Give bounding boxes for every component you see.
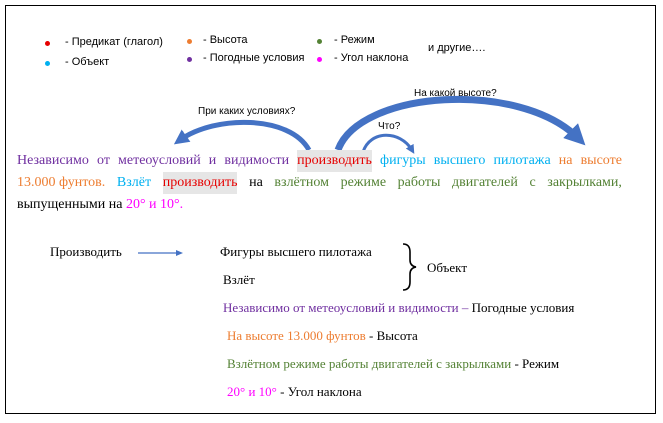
legend-angle: - Угол наклона [334,52,409,64]
word-object-1: фигуры [380,153,426,168]
row-weather-dash: – [458,300,472,315]
word-predicate-2: производить [162,172,238,194]
word-period: . [179,197,184,212]
breakdown-row-angle: 20° и 10° - Угол наклона [227,384,362,400]
word-angle: 20° и 10° [125,197,180,212]
height-arrow-icon [334,95,586,152]
row-angle-value: 20° и 10° [227,384,277,399]
conditions-arrow-icon [173,119,312,152]
word-height-1: на [558,153,573,168]
word-predicate-1: производить [297,150,372,172]
word-mode-1: взлётном [274,175,329,190]
sentence-line-2: 13.000 фунтов. Взлёт производить на взлё… [17,172,622,194]
word-on: на [249,175,263,190]
row-angle-dash: - [276,384,288,399]
height-dot-icon [187,39,192,44]
breakdown-row-weather: Независимо от метеоусловий и видимости –… [223,300,574,316]
legend-others: и другие…. [428,42,486,54]
legend-height: - Высота [203,34,248,46]
legend-weather: - Погодные условия [203,52,305,64]
sentence-line-3: выпущенными на 20° и 10°. [17,194,622,216]
word-weather-4: и [208,153,217,168]
object-label: Объект [427,260,467,275]
word-height-2: высоте [580,153,622,168]
mode-dot-icon [317,39,322,44]
what-arrow-icon [361,133,415,154]
word-mode-6: закрылками, [547,175,622,190]
row-weather-label: Погодные условия [471,300,575,315]
predicate-dot-icon [45,41,50,46]
angle-dot-icon [317,57,322,62]
breakdown-verb: Производить [50,244,122,259]
object-item-1: Фигуры высшего пилотажа [220,244,372,259]
word-mode-3: работы [397,175,441,190]
word-weather-2: от [97,153,110,168]
word-object-takeoff: Взлёт [116,175,152,190]
legend-predicate: - Предикат (глагол) [65,36,163,48]
question-conditions: При каких условиях? [198,106,296,117]
row-weather-value: Независимо от метеоусловий и видимости [223,300,459,315]
word-mode-2: режиме [340,175,387,190]
row-mode-label: Режим [522,356,560,371]
legend-mode: - Режим [334,34,375,46]
weather-dot-icon [187,57,192,62]
legend-object: - Объект [65,56,110,68]
object-item-2: Взлёт [223,272,255,287]
row-height-value: На высоте 13.000 фунтов [227,328,366,343]
row-height-label: Высота [376,328,418,343]
word-weather-3: метеоусловий [118,153,201,168]
sentence-line-1: Независимо от метеоусловий и видимости п… [17,150,622,172]
row-angle-label: Угол наклона [287,384,362,399]
word-object-2: высшего [433,153,486,168]
object-dot-icon [45,61,50,66]
word-mode-4: двигателей [451,175,518,190]
word-released-on: выпущенными на [17,197,123,212]
question-height: На какой высоте? [414,88,497,99]
breakdown-row-height: На высоте 13.000 фунтов - Высота [227,328,418,344]
row-height-dash: - [365,328,377,343]
word-mode-5: с [529,175,536,190]
word-weather-1: Независимо [17,153,89,168]
word-height-tail: 13.000 фунтов. [17,175,106,190]
word-weather-5: видимости [224,153,290,168]
word-object-3: пилотажа [493,153,551,168]
row-mode-dash: - [511,356,523,371]
breakdown-row-mode: Взлётном режиме работы двигателей с закр… [227,356,559,372]
object-brace-icon [402,243,417,291]
question-what: Что? [378,121,401,132]
row-mode-value: Взлётном режиме работы двигателей с закр… [227,356,512,371]
figure-frame [5,5,656,414]
example-sentence: Независимо от метеоусловий и видимости п… [17,150,622,216]
